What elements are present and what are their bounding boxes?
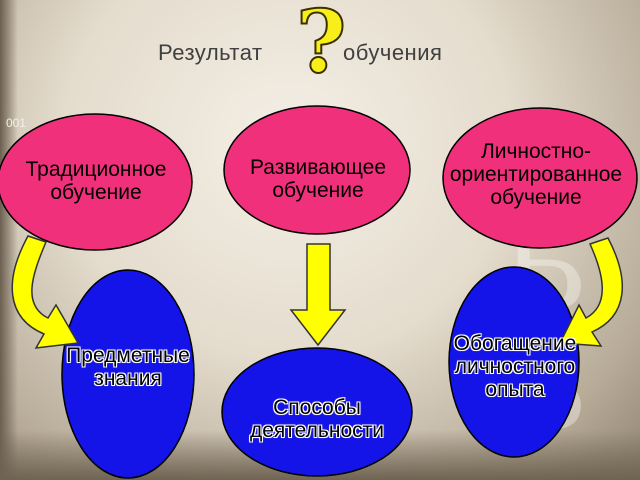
node-personal bbox=[442, 107, 638, 249]
slide-number: 001 bbox=[6, 116, 27, 130]
node-personal-experience bbox=[448, 266, 580, 458]
title-word-result: Результат bbox=[158, 40, 263, 65]
title-word-learning: обучения bbox=[343, 40, 443, 65]
arrow-curved-left bbox=[11, 235, 80, 349]
background-frame-left bbox=[0, 0, 18, 480]
node-traditional bbox=[0, 113, 193, 251]
node-activity-methods-label: Способы деятельности bbox=[250, 396, 384, 442]
node-developing bbox=[223, 105, 411, 235]
node-subject-knowledge bbox=[61, 269, 195, 479]
node-personal-experience-label: Обогащение личностного опыта bbox=[453, 332, 577, 401]
node-developing-label: Развивающее обучение bbox=[249, 156, 387, 202]
node-personal-label: Личностно-ориентированное обучение bbox=[449, 140, 623, 209]
node-traditional-label: Традиционное обучение bbox=[25, 158, 167, 204]
question-mark-icon: ? bbox=[295, 0, 347, 94]
node-activity-methods bbox=[221, 347, 413, 477]
node-subject-knowledge-label: Предметные знания bbox=[66, 344, 190, 390]
arrow-down-center bbox=[289, 243, 347, 347]
arrow-curved-right bbox=[558, 237, 624, 347]
